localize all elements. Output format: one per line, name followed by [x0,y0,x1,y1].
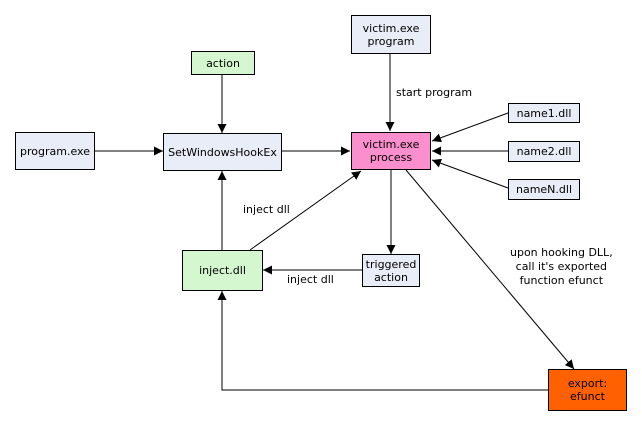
name1-dll-node: name1.dll [508,103,580,123]
set-windows-hook-ex-node: SetWindowsHookEx [163,133,282,171]
triggered-action-node: triggered action [362,254,420,287]
victim-process-node: victim.exe process [351,132,431,170]
inject-dll-upper-label: inject dll [243,203,290,216]
program-exe-node: program.exe [15,132,95,170]
edge-process-to-export [405,169,575,370]
start-program-label: start program [396,86,473,99]
export-efunct-node: export: efunct [548,369,627,411]
name2-dll-node: name2.dll [508,141,580,162]
inject-dll-node: inject.dll [182,250,263,291]
action-node: action [191,51,255,75]
edge-export-to-inject [217,291,548,391]
edge-nameN-to-process [431,158,509,189]
inject-dll-lower-label: inject dll [287,273,334,286]
edge-name1-to-process [431,112,509,143]
victim-program-node: victim.exe program [351,15,431,54]
edge-inject-to-process [249,170,362,251]
nameN-dll-node: nameN.dll [508,179,580,200]
hooking-note-label: upon hooking DLL, call it's exported fun… [510,246,613,287]
